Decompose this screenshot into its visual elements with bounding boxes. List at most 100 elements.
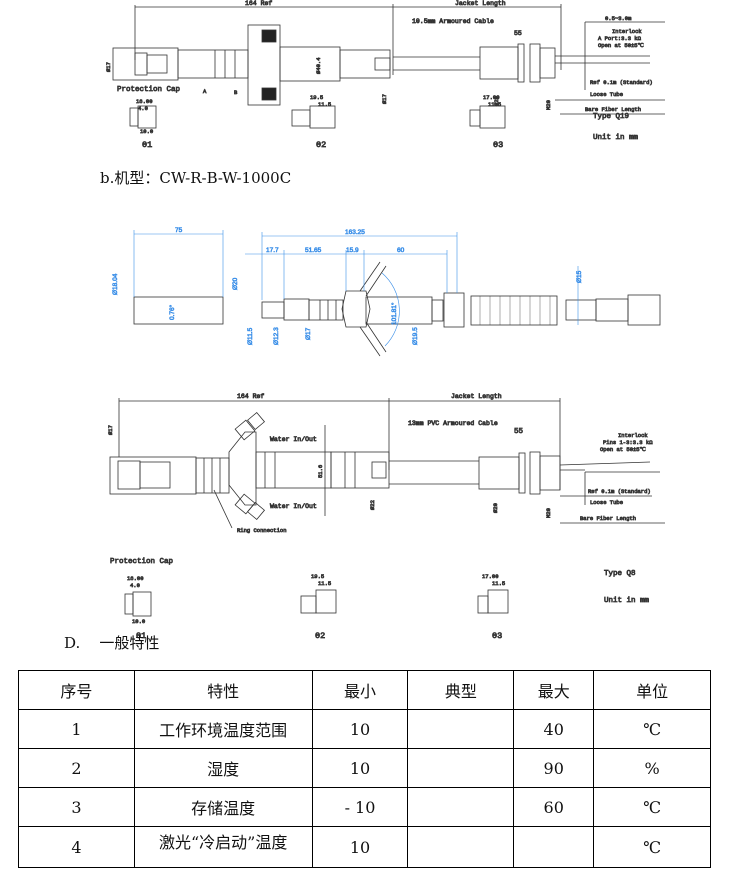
header-cell: 最大 <box>513 670 595 710</box>
svg-text:M20: M20 <box>545 508 552 518</box>
q8-connector-drawing: 164 Ref Jacket Length 13mm PVC Armoured … <box>107 393 665 640</box>
svg-text:A Port:3.3 kΩ: A Port:3.3 kΩ <box>598 35 642 42</box>
svg-text:02: 02 <box>315 631 325 640</box>
svg-text:164 Ref: 164 Ref <box>245 0 272 7</box>
svg-text:Water In/Out: Water In/Out <box>270 503 317 510</box>
svg-text:17.00: 17.00 <box>483 94 500 101</box>
svg-text:Protection Cap: Protection Cap <box>110 558 173 566</box>
svg-text:Unit in mm: Unit in mm <box>593 134 639 142</box>
table-cell: 湿度 <box>133 748 313 788</box>
svg-text:Ø15: Ø15 <box>576 270 583 283</box>
table-cell: % <box>593 748 711 788</box>
svg-text:16.00: 16.00 <box>136 98 153 105</box>
svg-text:01: 01 <box>136 631 146 640</box>
svg-text:15.9: 15.9 <box>346 247 359 254</box>
header-cell: 单位 <box>593 670 711 710</box>
svg-text:Open at 50±5℃: Open at 50±5℃ <box>598 42 645 49</box>
svg-text:10.5mm Armoured Cable: 10.5mm Armoured Cable <box>412 18 494 25</box>
cap-02-q8: 19.511.5 02 <box>300 573 337 640</box>
table-cell: 4 <box>18 826 135 868</box>
svg-text:55: 55 <box>514 428 524 436</box>
table-cell: 1 <box>18 709 135 749</box>
table-cell <box>407 787 515 827</box>
table-cell: 40 <box>513 709 595 749</box>
table-header-row: 序号 特性 最小 典型 最大 单位 <box>18 670 711 710</box>
model-caption: b.机型：CW-R-B-W-1000C <box>100 169 292 187</box>
svg-text:03: 03 <box>492 631 502 640</box>
svg-text:17.7: 17.7 <box>266 247 279 254</box>
svg-text:Loose Tube: Loose Tube <box>590 91 623 98</box>
table-cell <box>407 826 515 868</box>
svg-text:Protection Cap: Protection Cap <box>117 86 180 94</box>
header-cell: 序号 <box>18 670 135 710</box>
technical-drawings: 164 Ref Jacket Length 10.5mm Armoured Ca… <box>105 0 665 640</box>
svg-text:11.5: 11.5 <box>492 580 505 587</box>
svg-text:Jacket Length: Jacket Length <box>455 0 506 7</box>
svg-text:4.0: 4.0 <box>130 582 140 589</box>
svg-text:163.25: 163.25 <box>345 229 365 236</box>
svg-text:Ref 0.1m (Standard): Ref 0.1m (Standard) <box>588 488 651 495</box>
svg-text:51.6: 51.6 <box>317 465 324 478</box>
svg-text:Water In/Out: Water In/Out <box>270 436 317 443</box>
table-cell: 10 <box>311 748 409 788</box>
header-cell: 特性 <box>133 670 313 710</box>
svg-text:Ø17: Ø17 <box>305 327 312 340</box>
header-cell: 最小 <box>311 670 409 710</box>
table-cell <box>513 826 595 868</box>
table-cell: ℃ <box>593 787 711 827</box>
table-cell: 10 <box>311 826 409 868</box>
svg-text:01: 01 <box>142 140 152 150</box>
svg-text:Ø20: Ø20 <box>232 277 239 290</box>
svg-text:60: 60 <box>397 247 405 254</box>
svg-text:11.5: 11.5 <box>318 580 331 587</box>
svg-text:13mm PVC Armoured Cable: 13mm PVC Armoured Cable <box>408 420 498 427</box>
svg-text:11.5: 11.5 <box>488 101 501 108</box>
svg-text:Ø17: Ø17 <box>107 425 114 435</box>
table-cell: - 10 <box>311 787 409 827</box>
table-cell: 3 <box>18 787 135 827</box>
cap-02: 19.511.5 02 <box>291 94 336 150</box>
cw-r-b-w-1000c-drawing: 75 163.25 17.7 51.65 15.9 60 Ø18.04 Ø20 … <box>112 227 661 357</box>
svg-text:10.0: 10.0 <box>132 618 145 625</box>
svg-text:17.00: 17.00 <box>482 573 499 580</box>
cap-01: 16.004.010.0 01 <box>129 98 157 150</box>
svg-text:M20: M20 <box>545 100 552 110</box>
svg-text:51.65: 51.65 <box>305 247 322 254</box>
svg-text:Ø11.5: Ø11.5 <box>247 327 254 345</box>
table-cell: 工作环境温度范围 <box>133 709 313 749</box>
cap-01-q8: 16.004.0 10.0 01 <box>124 575 152 640</box>
header-cell: 典型 <box>407 670 515 710</box>
svg-text:19.5: 19.5 <box>310 94 323 101</box>
svg-text:Interlock: Interlock <box>618 432 648 439</box>
svg-text:Ø18.04: Ø18.04 <box>112 273 119 295</box>
table-cell <box>407 709 515 749</box>
svg-text:Bare Fiber Length: Bare Fiber Length <box>580 515 636 522</box>
svg-text:Ø19.5: Ø19.5 <box>412 327 419 345</box>
svg-text:75: 75 <box>175 227 183 234</box>
svg-text:Type Q8: Type Q8 <box>604 570 636 578</box>
svg-text:Interlock: Interlock <box>612 28 642 35</box>
svg-text:Ø17: Ø17 <box>381 94 388 104</box>
svg-text:Jacket Length: Jacket Length <box>451 393 502 400</box>
svg-text:Ø20: Ø20 <box>493 96 500 106</box>
svg-text:16.00: 16.00 <box>127 575 144 582</box>
svg-text:4.0: 4.0 <box>138 105 148 112</box>
svg-text:Ø12.3: Ø12.3 <box>273 327 280 345</box>
section-title: D. 一般特性 <box>64 634 160 652</box>
q19-connector-drawing: 164 Ref Jacket Length 10.5mm Armoured Ca… <box>105 0 665 150</box>
svg-text:164 Ref: 164 Ref <box>237 393 264 400</box>
table-cell: 60 <box>513 787 595 827</box>
svg-text:101.81°: 101.81° <box>390 302 398 325</box>
svg-text:Unit in mm: Unit in mm <box>604 597 650 605</box>
table-cell: 10 <box>311 709 409 749</box>
svg-text:Ring Connection: Ring Connection <box>237 527 287 534</box>
table-cell: 2 <box>18 748 135 788</box>
svg-text:0.76°: 0.76° <box>168 304 176 320</box>
table-cell: 存储温度 <box>133 787 313 827</box>
